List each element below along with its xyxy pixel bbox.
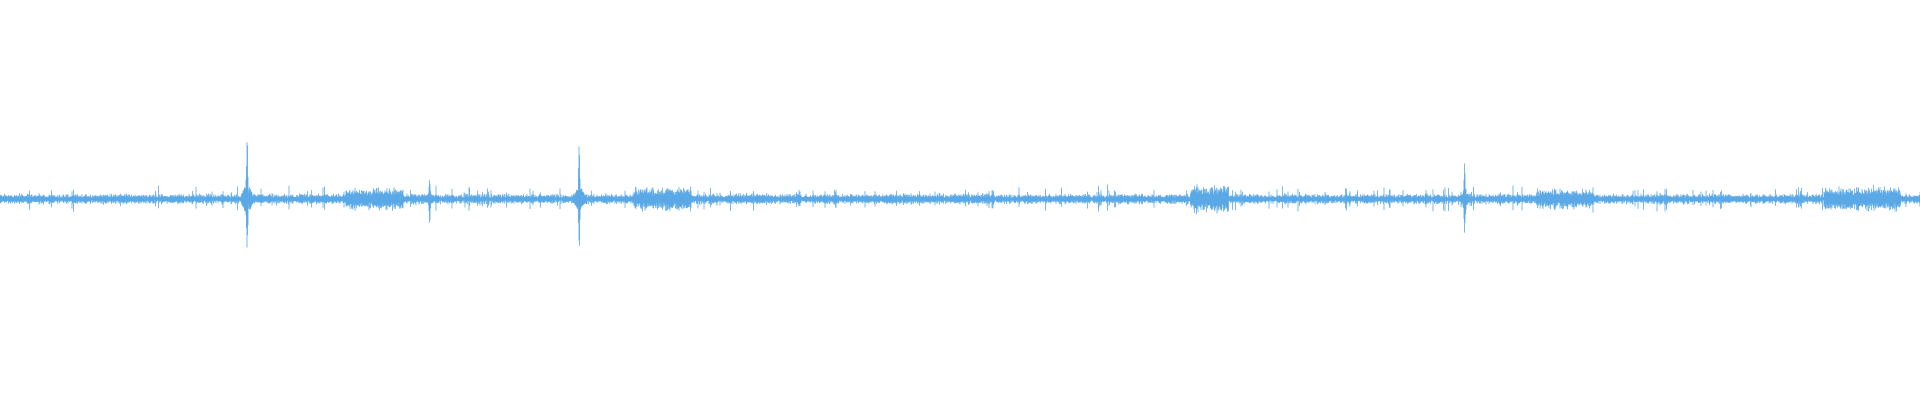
waveform-trace xyxy=(0,142,1920,248)
